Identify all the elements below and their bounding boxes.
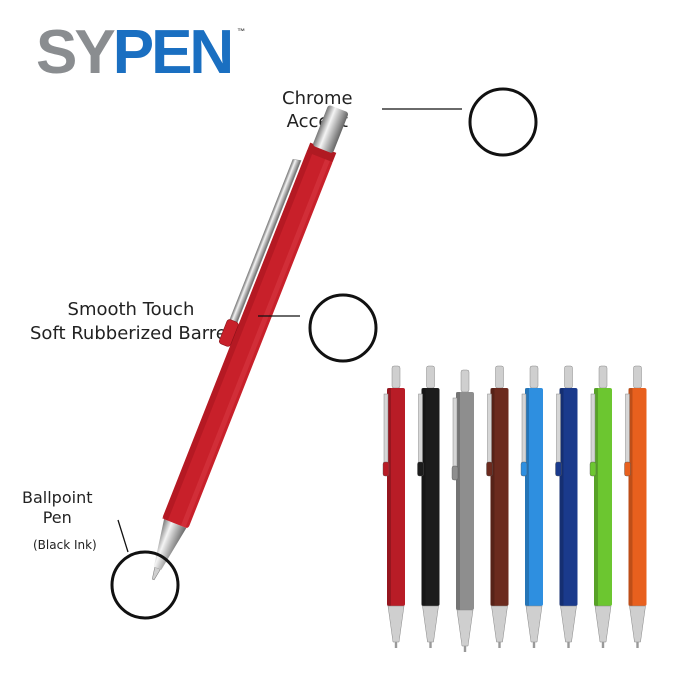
barrel-label: Smooth Touch Soft Rubberized Barrel	[30, 298, 232, 346]
variant-pen	[589, 365, 612, 648]
pen-chrome-top	[313, 105, 348, 153]
ballpoint-label-line2: Pen	[42, 508, 72, 527]
barrel-callout-circle	[308, 293, 378, 363]
pen-tip	[151, 566, 161, 581]
tip-callout-circle	[110, 550, 180, 620]
variant-pen	[555, 365, 578, 648]
variant-pen	[624, 365, 647, 648]
variant-pen	[486, 365, 509, 648]
ballpoint-label: Ballpoint Pen	[22, 488, 92, 528]
variant-pen	[417, 365, 440, 648]
ink-label: (Black Ink)	[33, 538, 97, 552]
brand-logo-sy: SY	[36, 18, 116, 87]
ballpoint-label-line1: Ballpoint	[22, 488, 93, 507]
color-variants	[382, 365, 647, 652]
pen-barrel	[163, 150, 333, 528]
barrel-label-line2: Soft Rubberized Barrel	[30, 323, 232, 344]
barrel-label-line1: Smooth Touch	[67, 299, 195, 320]
pen-cone	[153, 519, 187, 570]
variant-pen	[451, 369, 474, 652]
brand-logo-pen: PEN	[112, 18, 234, 87]
variant-pen	[520, 365, 543, 648]
variant-pen	[382, 365, 405, 648]
chrome-label-line1: Chrome	[282, 88, 353, 109]
chrome-callout-circle	[468, 87, 538, 157]
trademark-symbol: ™	[237, 27, 246, 36]
main-pen	[151, 105, 348, 581]
pen-band	[306, 142, 337, 163]
